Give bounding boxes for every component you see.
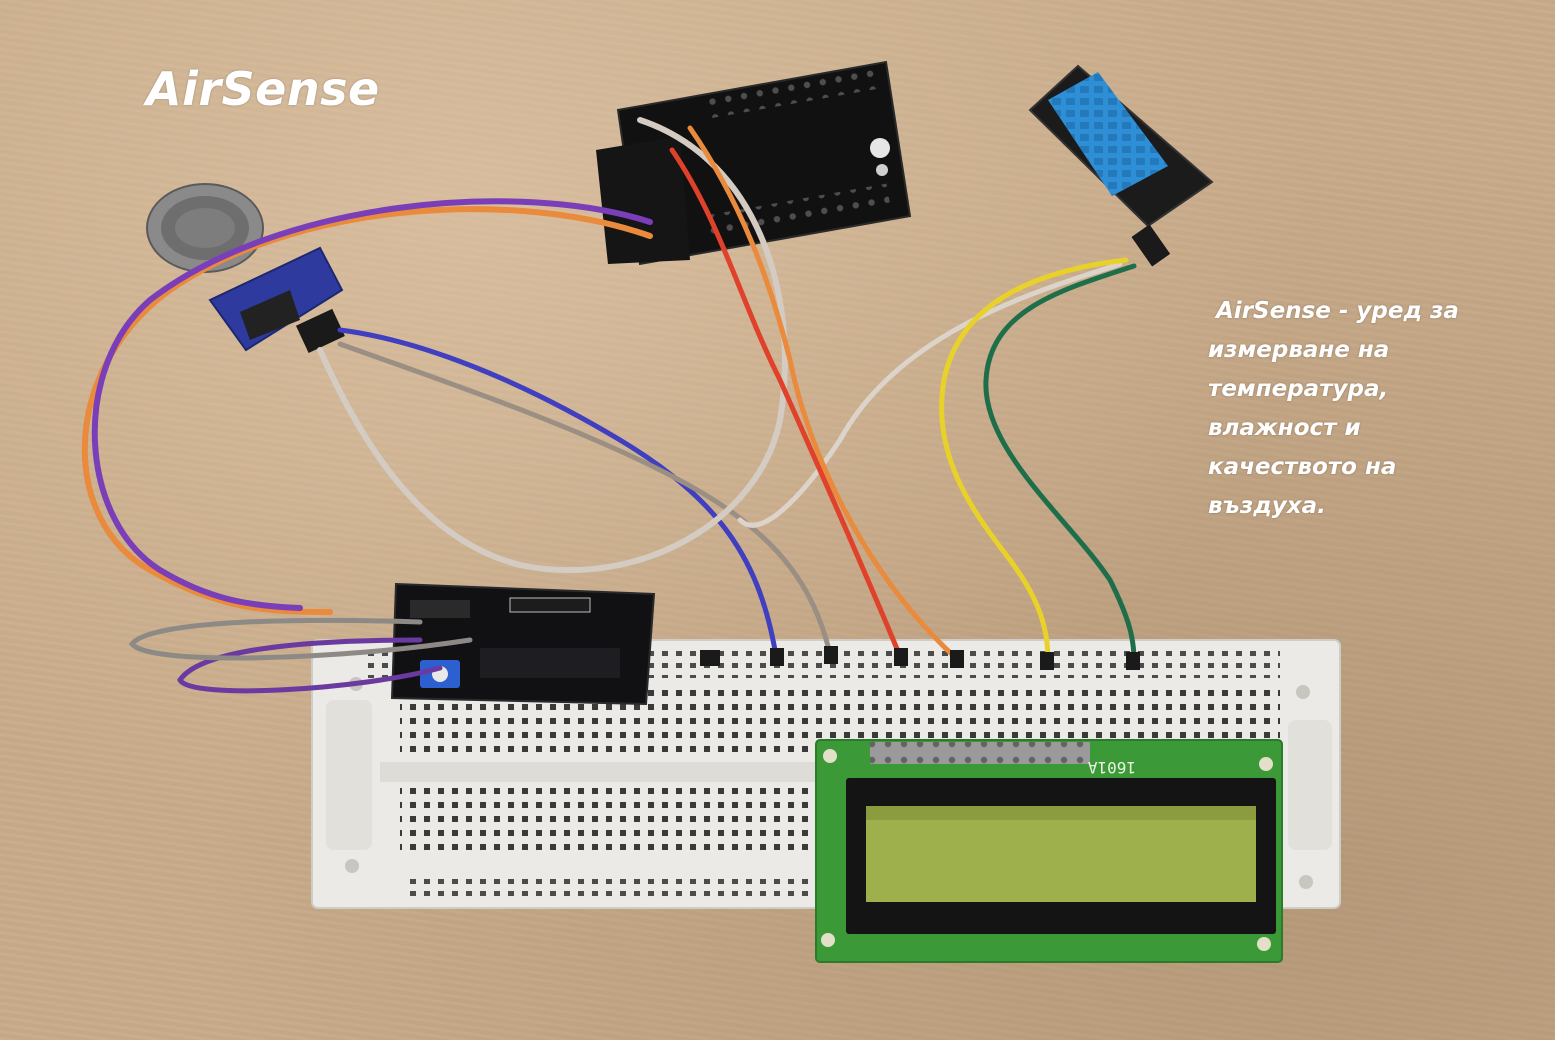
jumper-wires [81, 117, 1137, 694]
description-line: влажност и [1208, 415, 1361, 441]
i2c-adapter-board [390, 582, 656, 706]
description-line: качеството на [1208, 454, 1397, 480]
app-title: AirSense [146, 62, 380, 116]
description-line: измерване на [1208, 337, 1390, 363]
dht11-sensor [1028, 64, 1214, 267]
gas-sensor-module [146, 183, 345, 353]
device-description: AirSense - уред за измерване на температ… [1208, 292, 1508, 526]
lcd-model-label: 1601A [1087, 758, 1136, 777]
lcd-module [815, 739, 1283, 963]
description-line: температура, [1208, 376, 1389, 402]
wire-connectors [700, 646, 1140, 670]
esp32-board [596, 60, 912, 266]
description-line: AirSense - уред за [1208, 298, 1459, 324]
description-line: въздуха. [1208, 493, 1326, 519]
